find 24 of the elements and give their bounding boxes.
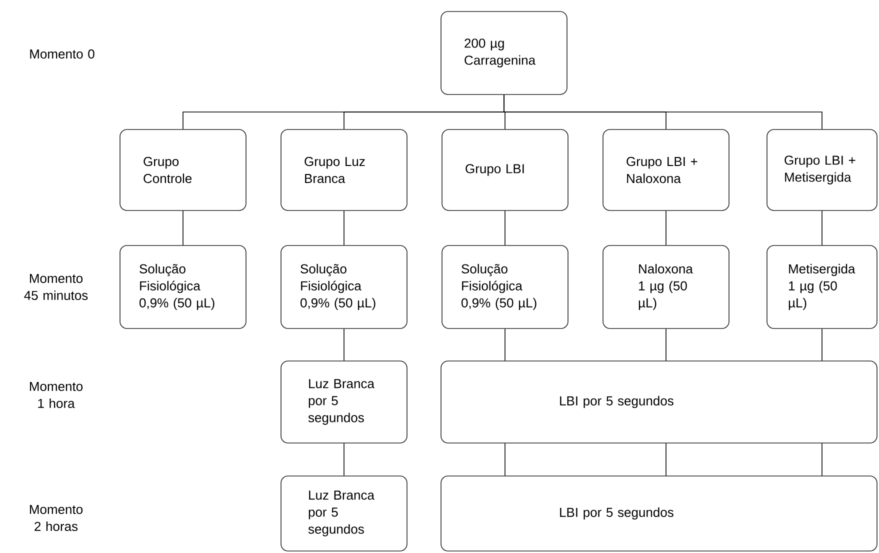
process-box: Luz Branca por 5 segundos (280, 360, 408, 444)
process-box: LBI por 5 segundos (440, 476, 878, 552)
process-box: Luz Branca por 5 segundos (280, 476, 408, 552)
time-label: Momento 2 horas (30, 504, 83, 532)
process-box: Grupo LBI (442, 129, 568, 211)
process-box: Grupo Controle (120, 129, 246, 211)
process-box: Solução Fisiológica 0,9% (50 µL) (120, 245, 246, 329)
process-box: Grupo Luz Branca (280, 129, 408, 211)
process-box: LBI por 5 segundos (440, 360, 878, 444)
connector-line (504, 210, 506, 246)
process-box: Grupo LBI + Naloxona (602, 129, 730, 211)
time-label: Momento 1 hora (30, 382, 83, 408)
process-box: 200 µg Carragenina (440, 11, 568, 95)
connector-line (504, 443, 506, 476)
process-box: Solução Fisiológica 0,9% (50 µL) (280, 245, 408, 329)
time-label: Momento 45 minutos (24, 274, 88, 300)
process-box: Metisergida 1 µg (50 µL) (766, 245, 878, 329)
connector-line (504, 94, 822, 130)
process-box: Solução Fisiológica 0,9% (50 µL) (442, 245, 568, 329)
time-label: Momento 0 (30, 49, 94, 59)
process-box: Naloxona 1 µg (50 µL) (602, 245, 730, 329)
connector-line (504, 328, 506, 361)
connector-line (182, 210, 184, 246)
process-box: Grupo LBI + Metisergida (766, 129, 878, 211)
